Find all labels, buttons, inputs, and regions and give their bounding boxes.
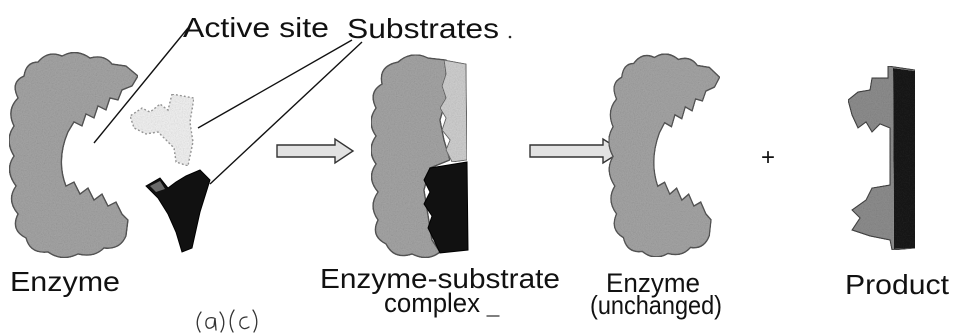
substrate-dark-fleck xyxy=(150,181,165,192)
label-enzyme-unchanged-line1: Enzyme xyxy=(606,268,700,298)
reaction-arrow-1 xyxy=(276,137,355,165)
plus-sign: + xyxy=(761,144,775,171)
label-product: Product xyxy=(845,269,949,300)
substrate-light xyxy=(129,93,195,167)
product-bar xyxy=(893,68,915,249)
label-enzyme-unchanged-line2: (unchanged) xyxy=(590,290,722,320)
label-enzyme: Enzyme xyxy=(10,266,120,297)
substrate-pointer-light xyxy=(197,39,353,129)
enzyme-shape xyxy=(8,51,139,259)
label-complex-line2: complex xyxy=(384,288,480,318)
label-complex-line1: Enzyme-substrate xyxy=(320,263,560,294)
complex-substrate-dark xyxy=(423,161,469,254)
speck-mark xyxy=(508,35,512,39)
substrate-pointer-dark xyxy=(209,41,363,185)
substrate-dark xyxy=(145,169,211,253)
label-substrates: Substrates xyxy=(347,13,499,44)
product xyxy=(847,65,916,251)
enzyme-unchanged-shape xyxy=(607,53,721,258)
handwritten-marks xyxy=(196,309,500,333)
complex-substrate-light xyxy=(439,59,468,163)
enzyme-substrate-complex xyxy=(370,54,469,259)
active-site-pointer xyxy=(93,27,189,144)
label-active-site: Active site xyxy=(183,12,329,43)
